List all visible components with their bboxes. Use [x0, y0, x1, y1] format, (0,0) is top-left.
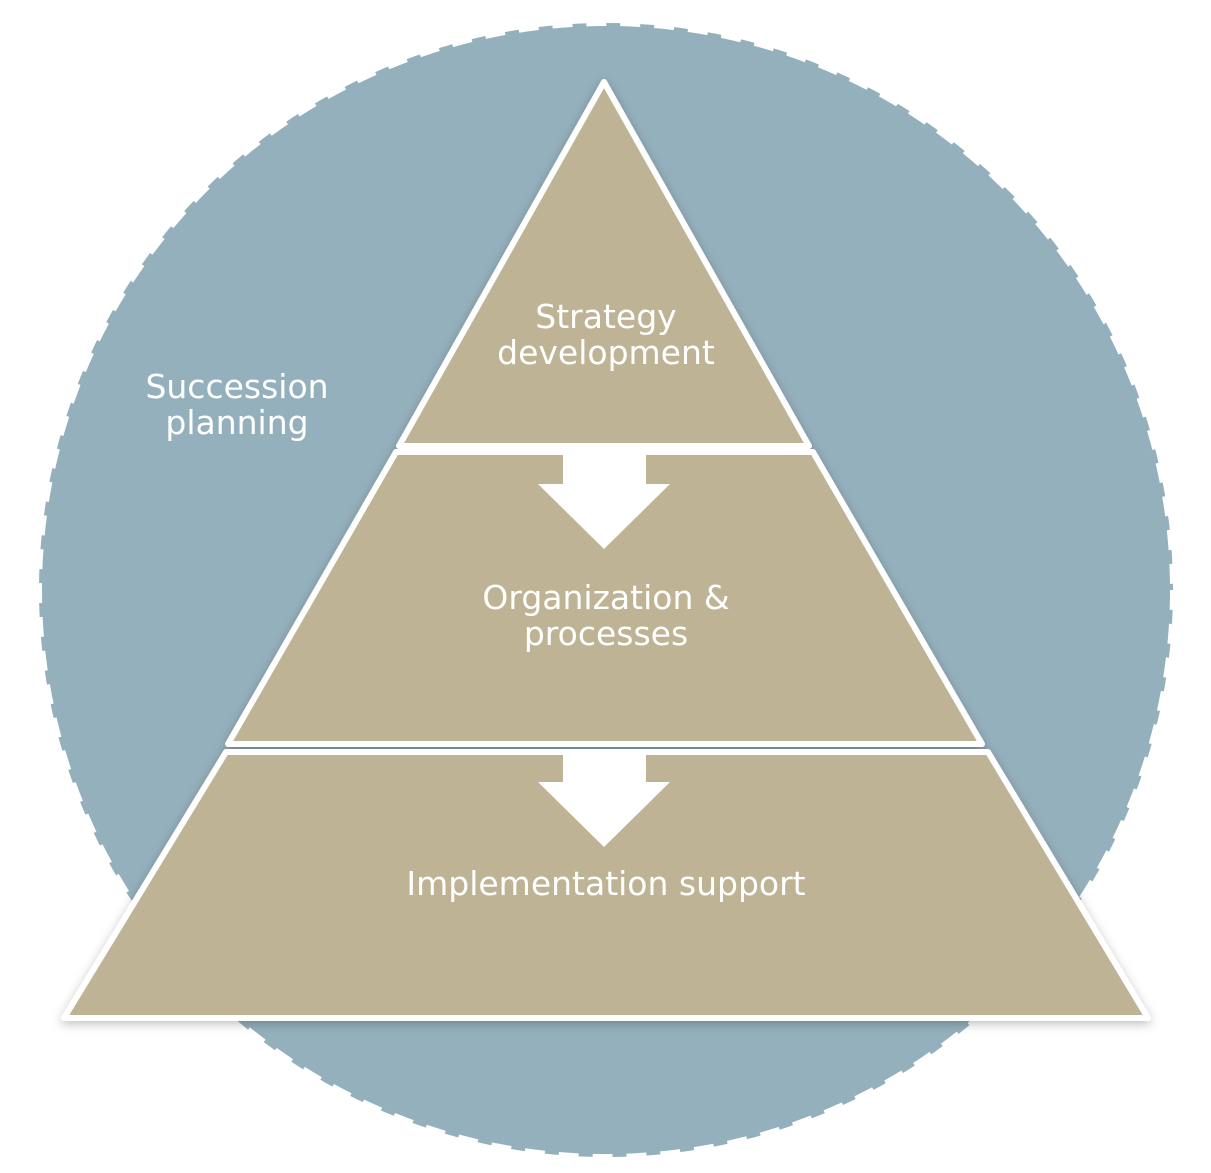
down-arrow-icon	[538, 452, 670, 549]
circle-label-line2: planning	[165, 403, 308, 442]
tier-top-label-line1: Strategy	[535, 297, 676, 336]
tier-middle-label-line2: processes	[524, 614, 688, 653]
tier-bottom	[61, 749, 1151, 1021]
tier-middle	[225, 449, 985, 747]
down-arrow-icon	[538, 752, 670, 847]
pyramid	[61, 79, 1151, 1021]
tier-top	[396, 79, 812, 449]
tier-bottom-label: Implementation support	[406, 864, 805, 903]
tier-middle-label-line1: Organization &	[482, 578, 729, 617]
tier-top-label-line2: development	[497, 333, 715, 372]
circle-label-line1: Succession	[145, 367, 328, 406]
